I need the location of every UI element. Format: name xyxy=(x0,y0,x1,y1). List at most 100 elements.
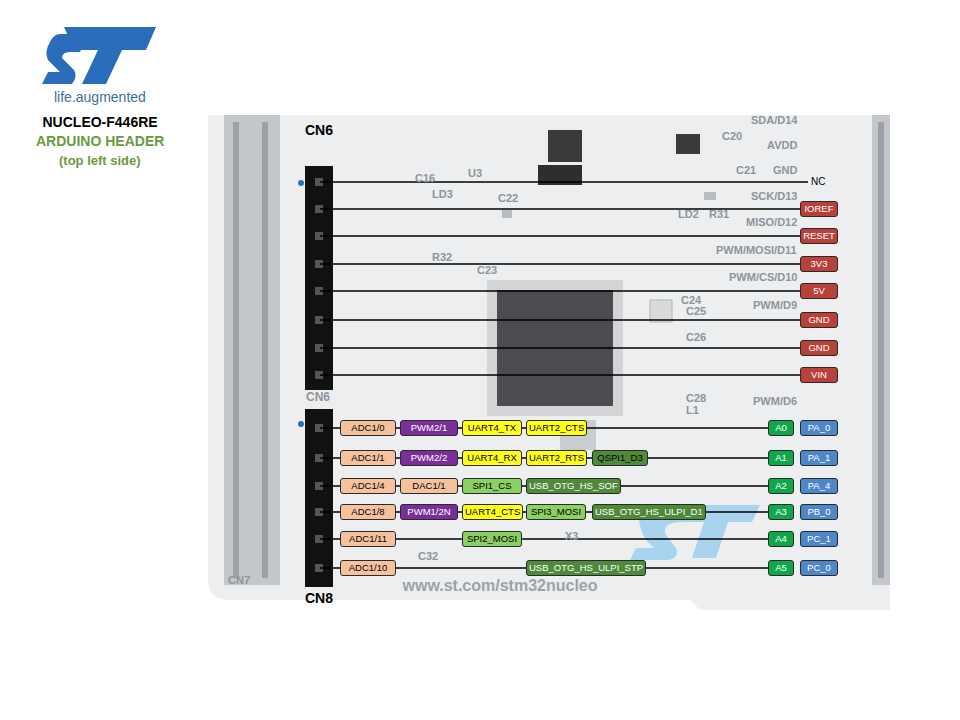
pin-function-box: 5V xyxy=(800,283,838,299)
pin1-marker xyxy=(298,421,304,427)
pin-function-text: 3V3 xyxy=(811,258,828,269)
pin-function-text: USB_OTG_HS_ULPI_D1 xyxy=(595,506,703,517)
silkscreen-text: L1 xyxy=(686,405,699,416)
pin-function-box: ADC1/4 xyxy=(340,478,396,494)
pin-function-box: PWM1/2N xyxy=(400,504,458,520)
silkscreen-text: SDA/D14 xyxy=(751,115,797,126)
pin-function-text: UART4_RX xyxy=(467,452,516,463)
leader-line xyxy=(320,263,800,265)
pin-function-text: IOREF xyxy=(804,203,833,214)
subtitle: ARDUINO HEADER xyxy=(36,134,164,148)
pin-function-box: USB_OTG_HS_ULPI_D1 xyxy=(592,504,706,520)
pin-function-text: PC_1 xyxy=(807,533,831,544)
pin-function-text: SPI3_MOSI xyxy=(531,506,581,517)
connector-name: CN8 xyxy=(305,591,333,605)
pin-function-box: A4 xyxy=(768,531,794,547)
pin-function-text: ADC1/0 xyxy=(351,422,384,433)
pin-function-box: A5 xyxy=(768,560,794,576)
right-header xyxy=(872,115,890,585)
silkscreen-text: U3 xyxy=(468,168,482,179)
component xyxy=(650,300,672,322)
component xyxy=(676,134,700,154)
pin-function-box: UART2_CTS xyxy=(526,420,587,436)
pin-function-box: UART2_RTS xyxy=(526,450,587,466)
pin-function-text: A4 xyxy=(775,533,787,544)
pin-function-text: RESET xyxy=(803,230,835,241)
silkscreen-text: X3 xyxy=(565,531,578,542)
cn6-header xyxy=(305,166,333,390)
silkscreen-text: LD3 xyxy=(432,189,453,200)
leader-line xyxy=(320,374,800,376)
pin-function-text: GND xyxy=(808,342,829,353)
pin-function-text: ADC1/10 xyxy=(349,562,388,573)
pin-function-text: A1 xyxy=(775,452,787,463)
subtitle: (top left side) xyxy=(59,154,141,167)
cn7-header xyxy=(224,115,280,585)
pin-function-box: PB_0 xyxy=(800,504,838,520)
pin-function-text: UART2_RTS xyxy=(529,452,584,463)
pin-function-box: PWM2/1 xyxy=(400,420,458,436)
pin-function-box: VIN xyxy=(800,367,838,383)
logo-tagline: life.augmented xyxy=(54,90,146,104)
pin-function-text: VIN xyxy=(811,369,827,380)
pin-function-box: ADC1/10 xyxy=(340,560,396,576)
silkscreen-text: PWM/MOSI/D11 xyxy=(716,245,797,256)
pin-function-box: GND xyxy=(800,312,838,328)
pin-function-text: PWM1/2N xyxy=(407,506,450,517)
silkscreen-text: C32 xyxy=(418,551,438,562)
pin-function-box: PA_0 xyxy=(800,420,838,436)
pin-function-box: 3V3 xyxy=(800,256,838,272)
pin-function-box: A3 xyxy=(768,504,794,520)
silkscreen-text: C26 xyxy=(686,332,706,343)
pin-function-text: A0 xyxy=(775,422,787,433)
board-surface xyxy=(208,115,890,610)
leader-line xyxy=(320,181,808,183)
pin-function-text: UART2_CTS xyxy=(529,422,584,433)
leader-line xyxy=(320,290,800,292)
silkscreen-text: CN6 xyxy=(306,391,330,403)
pin-column xyxy=(878,122,884,578)
pin-function-text: UART4_TX xyxy=(468,422,516,433)
header-strips xyxy=(298,166,333,587)
silkscreen-text: C21 xyxy=(736,165,756,176)
pin-column xyxy=(233,122,239,578)
pin-function-text: A5 xyxy=(775,562,787,573)
pin-function-box: USB_OTG_HS_ULPI_STP xyxy=(526,560,646,576)
cn8-header xyxy=(305,409,333,587)
leader-line xyxy=(320,347,800,349)
leader-lines xyxy=(320,182,808,568)
pin-function-text: PC_0 xyxy=(807,562,831,573)
pin-function-box: PA_1 xyxy=(800,450,838,466)
pin-function-box: USB_OTG_HS_SOF xyxy=(526,478,621,494)
pin-function-box: SPI1_CS xyxy=(462,478,522,494)
pin-function-text: PB_0 xyxy=(807,506,830,517)
pin1-marker xyxy=(298,180,304,186)
leader-line xyxy=(320,235,800,237)
connector-name: CN6 xyxy=(305,123,333,137)
silkscreen-text: C20 xyxy=(722,131,742,142)
pin-function-text: PA_1 xyxy=(808,452,831,463)
silkscreen-text: C23 xyxy=(477,265,497,276)
pin-function-text: PA_0 xyxy=(808,422,831,433)
pin-function-box: QSPI1_D3 xyxy=(592,450,648,466)
silkscreen-url: www.st.com/stm32nucleo xyxy=(403,578,598,594)
pin-function-box: ADC1/0 xyxy=(340,420,396,436)
silkscreen-text: MISO/D12 xyxy=(746,217,797,228)
pin-function-box: A1 xyxy=(768,450,794,466)
pin-function-text: UART4_CTS xyxy=(465,506,520,517)
pin-function-text: QSPI1_D3 xyxy=(597,452,642,463)
board-photo xyxy=(208,115,890,610)
pin-function-box: SPI3_MOSI xyxy=(526,504,586,520)
silkscreen-text: C16 xyxy=(415,173,435,184)
pin-function-box: UART4_RX xyxy=(462,450,522,466)
pin-function-text: A3 xyxy=(775,506,787,517)
silkscreen-text: R32 xyxy=(432,252,452,263)
pin-function-box: SPI2_MOSI xyxy=(462,531,522,547)
pin-function-box: PC_0 xyxy=(800,560,838,576)
logo-shape xyxy=(42,34,88,84)
silkscreen-text: PWM/CS/D10 xyxy=(729,272,797,283)
pin-function-text: SPI2_MOSI xyxy=(467,533,517,544)
silkscreen-text: GND xyxy=(773,165,797,176)
silkscreen-text: PWM/D6 xyxy=(753,396,797,407)
silkscreen-text: LD2 xyxy=(678,209,699,220)
